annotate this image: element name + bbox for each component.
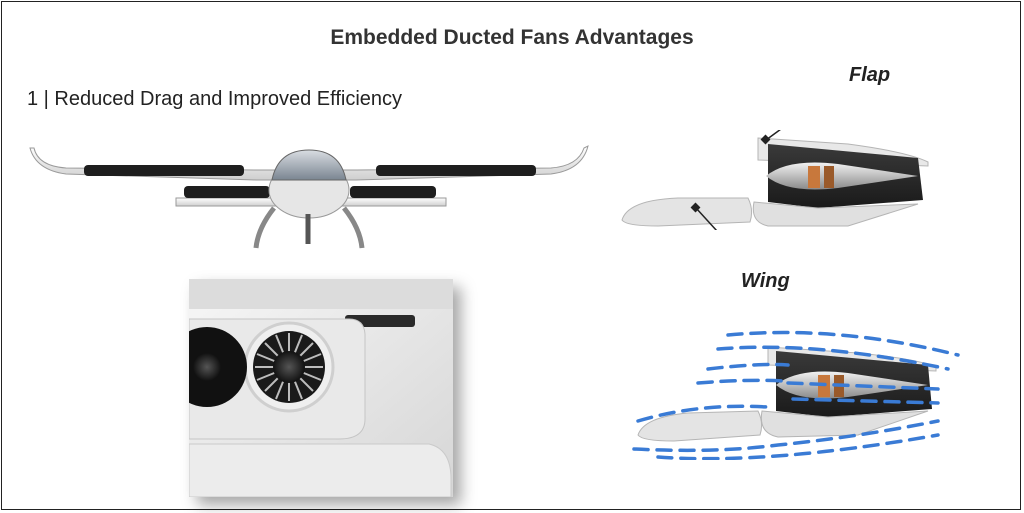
airflow-cross-section-illustration — [632, 330, 960, 460]
slide-title: Embedded Ducted Fans Advantages — [330, 26, 694, 49]
lower-fan-row-left — [184, 186, 270, 198]
slide-subtitle: 1 | Reduced Drag and Improved Efficiency — [27, 88, 403, 110]
flap-label: Flap — [849, 64, 891, 86]
wing-flap-cross-section-illustration — [621, 130, 929, 230]
airflow-lines — [632, 330, 960, 460]
aircraft-front-view-illustration — [29, 145, 589, 249]
embedded-fan-closeup-illustration — [189, 279, 453, 497]
upper-fan-row-right — [376, 165, 536, 176]
lower-fan-row-right — [350, 186, 436, 198]
upper-fan-row-left — [84, 165, 244, 176]
wing-label: Wing — [741, 270, 790, 292]
